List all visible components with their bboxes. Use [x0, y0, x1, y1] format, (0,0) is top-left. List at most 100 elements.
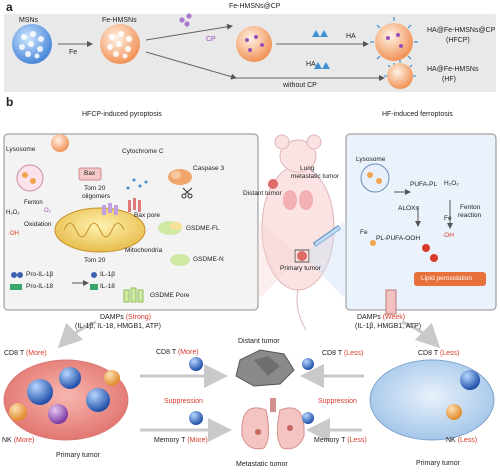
fenton-left-label: Fenton [24, 200, 43, 206]
pro-il18-label: Pro-IL-18 [26, 283, 54, 290]
distant-tumor-illustration [235, 349, 295, 387]
arrow-damps-right [401, 320, 441, 349]
h2o2-left-label: H₂O₂ [6, 210, 20, 216]
msn-label: MSNs [19, 17, 39, 24]
scissors-icon [181, 187, 193, 199]
damps-right-prefix: DAMPs [357, 314, 381, 321]
msn-particle-icon [12, 24, 52, 64]
cd8-mid-left-level: (More) [177, 349, 199, 356]
lung-label-1: Lung [300, 165, 315, 172]
bax-pore-icon [128, 198, 141, 212]
gsdme-pore-icon [123, 287, 144, 303]
il1b-label: IL-1β [100, 271, 115, 278]
lysosome-right-icon [360, 163, 390, 193]
arrow-to-cp [145, 23, 233, 41]
cd8-cell-mid-right [302, 358, 314, 370]
arrow-without-cp [145, 51, 237, 80]
nk-right-label: NK (Less) [446, 437, 477, 444]
metastatic-tumor-label: Metastatic tumor [236, 461, 288, 468]
nk-right-prefix: NK [446, 437, 456, 444]
fe-right-label-1: Fe [360, 229, 368, 236]
syringe-icon [312, 225, 342, 247]
memory-left-level: (More) [187, 437, 208, 444]
lung-icon-mouse [283, 190, 313, 210]
memory-left-label: Memory T (More) [154, 437, 208, 444]
cd8-cell-mid-left [189, 357, 203, 371]
tom20-label: Tom 20 [84, 257, 106, 264]
fe-hmsn-cp-label: Fe-HMSNs@CP [229, 3, 281, 10]
hf-particle-icon [384, 60, 416, 89]
o2-label: O₂ [44, 208, 51, 214]
fe-hmsn-particle-icon [100, 24, 140, 64]
primary-tumor-mouse-label: Primary tumor [280, 265, 321, 272]
il18-label: IL-18 [100, 283, 115, 290]
fenton-right-2: reaction [458, 212, 482, 219]
il1b-icon [91, 272, 97, 278]
primary-tumor-left-illustration [3, 359, 129, 441]
primary-tumor-right-illustration [369, 359, 495, 441]
cp-molecule-icon [179, 13, 192, 27]
lysosome-left-icon [16, 164, 44, 192]
memory-right-prefix: Memory T [314, 437, 346, 444]
nk-left-level: (More) [13, 437, 35, 444]
mitochondria-icon [54, 207, 146, 253]
pyroptosis-title: HFCP-induced pyroptosis [82, 111, 162, 118]
cd8-mid-right-label: CD8 T (Less) [322, 350, 363, 357]
oh-left-label: ·OH [8, 231, 19, 237]
lysosome-left-label: Lysosome [6, 146, 36, 153]
fe-hmsn-cp-particle-icon [236, 26, 272, 62]
memory-cell-mid-right [302, 412, 314, 424]
bax-label: Bax [84, 170, 96, 177]
pro-il1b-label: Pro-IL-1β [26, 271, 54, 278]
without-cp-label: without CP [283, 82, 317, 89]
nanoparticle-uptake-icon [51, 134, 69, 152]
lung-metastatic-illustration [241, 398, 305, 450]
ha-label-top: HA [346, 33, 356, 40]
lysosome-right-label: Lysosome [356, 156, 386, 163]
oh-right-label: ·OH [442, 232, 454, 239]
pufa-pl-label: PUFA-PL [410, 181, 438, 188]
damps-left-level: (Strong) [125, 314, 151, 321]
fe-hmsn-label: Fe-HMSNs [102, 17, 137, 24]
hfcp-abbr: (HFCP) [446, 37, 470, 44]
suppression-left-label: Suppression [164, 398, 203, 405]
gsdme-pore-label: GSDME Pore [150, 292, 190, 299]
damps-right-level: (Week) [382, 314, 406, 321]
caspase3-label: Caspase 3 [193, 165, 225, 172]
caspase3-icon [168, 169, 192, 185]
primary-tumor-mouse-icon [297, 251, 307, 261]
damps-left-list: (IL-1β, IL-18, HMGB1, ATP) [75, 323, 161, 330]
cytochrome-c-dots [126, 178, 148, 190]
distant-tumor-mouse-label: Distant tumor [243, 190, 282, 197]
gsdme-fl-label: GSDME-FL [186, 225, 220, 232]
damps-left-title: DAMPs (Strong) [100, 314, 151, 321]
beam-right [309, 220, 346, 300]
distant-tumor-center-label: Distant tumor [238, 338, 280, 345]
panel-b-label: b [6, 95, 14, 109]
lung-label-2: metastatic tumor [291, 173, 340, 180]
membrane-pore-icon [385, 289, 397, 315]
tom20-oligomers-label-2: oligomers [82, 193, 111, 200]
cd8-right-prefix: CD8 T [418, 350, 438, 357]
beam-left [258, 220, 295, 300]
lipid-peroxidation-box [414, 272, 486, 286]
damps-right-title: DAMPs (Week) [357, 314, 405, 321]
pro-il1b-icon [11, 272, 23, 278]
fe-right-label-2: Fe [444, 215, 452, 222]
h2o2-right-label: H₂O₂ [444, 180, 459, 187]
mitochondria-label: Mitochondria [125, 247, 163, 254]
primary-tumor-mouse-box [294, 249, 310, 263]
ha-molecule-icon [312, 30, 328, 37]
cd8-left-label: CD8 T (More) [4, 350, 47, 357]
cd8-right-level: (Less) [439, 350, 460, 357]
suppression-right-label: Suppression [318, 398, 357, 405]
pro-il18-icon [10, 284, 22, 290]
ha-label-bottom: HA [306, 61, 316, 68]
hfcp-name: HA@Fe-HMSNs@CP [427, 27, 496, 34]
gsdme-n-icon [170, 254, 190, 266]
hfcp-particle-icon [370, 17, 418, 67]
damps-right-list: (IL-1β, HMGB1, ATP) [355, 323, 422, 330]
hf-name: HA@Fe-HMSNs [427, 66, 479, 73]
fe-reagent-label: Fe [69, 49, 78, 56]
